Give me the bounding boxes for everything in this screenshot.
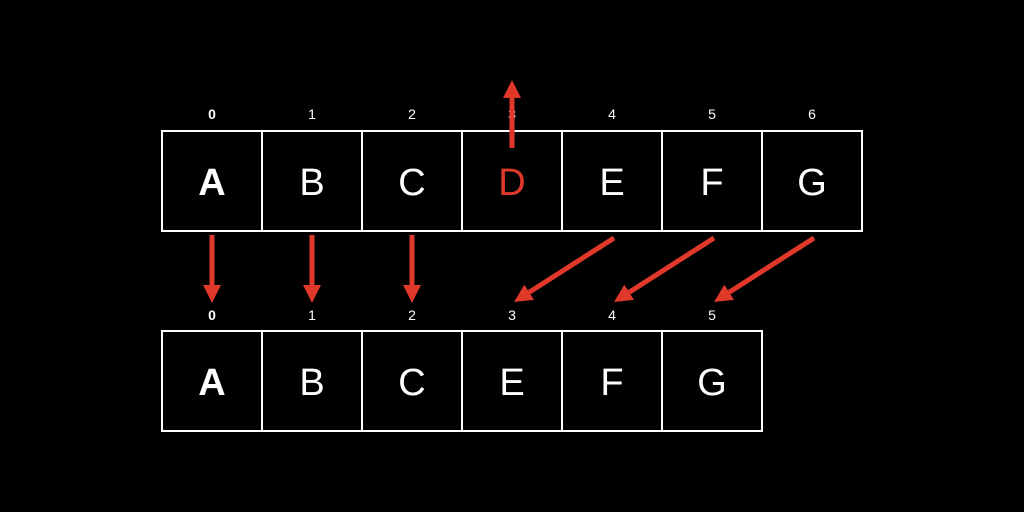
removed-element-arrow-head: [503, 80, 521, 98]
bottom_array-cell: F: [561, 330, 663, 432]
bottom_array-cell-box: [561, 330, 663, 432]
top_array-cell-box: [761, 130, 863, 232]
bottom_array-cell-box: [661, 330, 763, 432]
top_array-cell: C: [361, 130, 463, 232]
mapping-arrow-shaft: [527, 235, 616, 295]
bottom_array-cell-letter: F: [600, 362, 623, 404]
bottom_array-cell-letter: E: [499, 362, 524, 404]
bottom_array-index-label: 0: [208, 307, 216, 323]
bottom_array-cell-box: [161, 330, 263, 432]
mapping-arrow: [614, 235, 716, 302]
top_array-cell: F: [661, 130, 763, 232]
bottom_array-cell-letter: G: [697, 362, 727, 404]
top_array-cell-letter: A: [198, 162, 225, 204]
mapping-arrow-head: [303, 285, 321, 303]
bottom_array-cell-letter: C: [398, 362, 425, 404]
bottom_array-cell: E: [461, 330, 563, 432]
bottom_array-cell: B: [261, 330, 363, 432]
mapping-arrow-shaft: [627, 235, 716, 295]
mapping-arrow: [203, 235, 221, 303]
top_array-index-label: 4: [608, 106, 616, 122]
removed-element-arrow: [503, 80, 521, 148]
bottom_array-index-label: 5: [708, 307, 716, 323]
mapping-arrow: [714, 235, 816, 302]
top_array-cell-letter: B: [299, 162, 324, 204]
top_array-index-label: 2: [408, 106, 416, 122]
bottom_array-cell: G: [661, 330, 763, 432]
top_array-cell-box: [661, 130, 763, 232]
mapping-arrow-head: [403, 285, 421, 303]
mapping-arrow-shaft: [727, 235, 816, 295]
mapping-arrows: [203, 80, 816, 303]
mapping-arrow: [514, 235, 616, 302]
bottom_array-index-label: 1: [308, 307, 316, 323]
bottom_array-cell-letter: B: [299, 362, 324, 404]
mapping-arrow: [403, 235, 421, 303]
top_array-cell-letter: G: [797, 162, 827, 204]
mapping-arrow: [303, 235, 321, 303]
bottom_array-index-label: 4: [608, 307, 616, 323]
top_array-cell-letter: C: [398, 162, 425, 204]
top_array-index-label: 1: [308, 106, 316, 122]
top_array-index-label: 6: [808, 106, 816, 122]
bottom_array-index-label: 2: [408, 307, 416, 323]
bottom-array: 0A 1B 2C 3E 4F 5G: [161, 307, 763, 432]
top_array-cell: B: [261, 130, 363, 232]
top_array-cell: E: [561, 130, 663, 232]
top_array-index-label: 0: [208, 106, 216, 122]
bottom_array-index-label: 3: [508, 307, 516, 323]
mapping-arrow-head: [514, 284, 535, 302]
top_array-cell-box: [561, 130, 663, 232]
mapping-arrow-head: [203, 285, 221, 303]
bottom_array-cell: A: [161, 330, 263, 432]
top_array-cell-box: [261, 130, 363, 232]
mapping-arrow-head: [614, 284, 635, 302]
top_array-index-label: 5: [708, 106, 716, 122]
mapping-arrow-head: [714, 284, 735, 302]
bottom_array-cell: C: [361, 330, 463, 432]
top_array-cell-letter: E: [599, 162, 624, 204]
top_array-cell: A: [161, 130, 263, 232]
top_array-cell-box: [361, 130, 463, 232]
top_array-cell-letter-removed: D: [498, 162, 525, 204]
top_array-cell-letter: F: [700, 162, 723, 204]
top_array-cell-box: [161, 130, 263, 232]
bottom_array-cell-box: [361, 330, 463, 432]
bottom_array-cell-letter: A: [198, 362, 225, 404]
top_array-cell: G: [761, 130, 863, 232]
